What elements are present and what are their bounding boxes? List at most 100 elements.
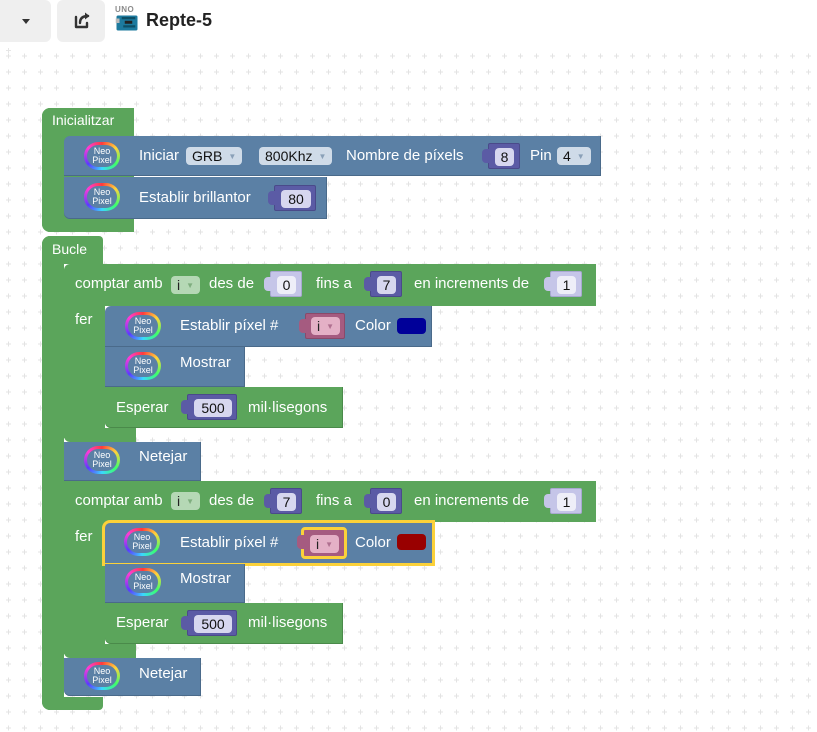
pin-label: Pin (530, 147, 552, 164)
pixel-index-dropdown[interactable]: i▼ (310, 535, 340, 553)
color-label: Color (355, 534, 391, 551)
show-label: Mostrar (180, 354, 231, 371)
for-loop-1-body: fer (64, 306, 105, 438)
from-field[interactable]: 0 (277, 276, 296, 294)
brightness-label: Establir brillantor (139, 189, 251, 206)
wait-field[interactable]: 500 (194, 615, 232, 633)
pin-dropdown[interactable]: 4▼ (557, 147, 591, 165)
wait-number-block[interactable]: 500 (181, 394, 237, 420)
do-label: fer (75, 528, 93, 545)
step-number-block[interactable]: 1 (544, 271, 582, 297)
show-label: Mostrar (180, 570, 231, 587)
dropdown-arrow-icon: ▼ (186, 281, 195, 290)
share-icon (74, 12, 90, 29)
dropdown-arrow-icon: ▼ (326, 322, 335, 331)
to-number-block[interactable]: 7 (364, 271, 402, 297)
wait-block-2[interactable]: Esperar 500 mil·lisegons (105, 603, 343, 644)
step-field[interactable]: 1 (557, 276, 576, 294)
initialize-block-footer (42, 220, 134, 232)
color-picker-swatch[interactable] (397, 534, 426, 550)
milliseconds-label: mil·lisegons (248, 399, 328, 416)
arduino-uno-icon (115, 15, 138, 31)
color-picker-swatch[interactable] (397, 318, 426, 334)
step-number-block[interactable]: 1 (544, 488, 582, 514)
to-label: fins a (316, 275, 352, 292)
pixel-index-variable-block[interactable]: i▼ (299, 313, 345, 339)
to-number-block[interactable]: 0 (364, 488, 402, 514)
brightness-number-block[interactable]: 80 (268, 185, 316, 211)
wait-number-block[interactable]: 500 (181, 610, 237, 636)
from-number-block[interactable]: 7 (264, 488, 302, 514)
project-title: Repte-5 (146, 10, 213, 30)
frequency-dropdown[interactable]: 800Khz▼ (259, 147, 333, 165)
dropdown-arrow-icon: ▼ (186, 497, 195, 506)
wait-block-1[interactable]: Esperar 500 mil·lisegons (105, 387, 343, 428)
for-loop-1-footer (64, 428, 136, 442)
to-field[interactable]: 7 (377, 276, 396, 294)
iniciar-label: Iniciar (139, 147, 180, 164)
toolbar: c UNO Repte-5 (0, 0, 817, 42)
color-label: Color (355, 317, 391, 334)
count-with-label: comptar amb (75, 492, 163, 509)
loop-label: Bucle (52, 241, 88, 257)
dropdown-arrow-icon: ▼ (576, 152, 585, 161)
loop-variable-dropdown[interactable]: i▼ (171, 492, 201, 510)
to-field[interactable]: 0 (377, 493, 396, 511)
from-field[interactable]: 7 (277, 493, 296, 511)
share-button[interactable] (57, 0, 105, 42)
from-label: des de (209, 492, 255, 509)
wait-field[interactable]: 500 (194, 399, 232, 417)
dropdown-arrow-icon: ▼ (318, 152, 327, 161)
dropdown-arrow-icon: ▼ (325, 540, 334, 549)
set-pixel-label: Establir píxel # (180, 317, 279, 334)
for-loop-block-1[interactable]: comptar amb i▼ des de 0 fins a 7 en incr… (64, 264, 596, 306)
initialize-label: Inicialitzar (52, 112, 115, 128)
num-pixels-field[interactable]: 8 (495, 148, 514, 166)
num-pixels-number-block[interactable]: 8 (482, 143, 520, 169)
loop-block-footer (42, 697, 103, 710)
caret-down-icon (22, 19, 30, 24)
menu-dropdown-button[interactable]: c (0, 0, 51, 42)
pixel-index-variable-block[interactable]: i▼ (297, 527, 347, 559)
num-pixels-label: Nombre de píxels (346, 147, 464, 164)
step-label: en increments de (414, 275, 530, 292)
clear-label: Netejar (139, 665, 188, 682)
loop-block[interactable] (42, 236, 64, 710)
do-label: fer (75, 311, 93, 328)
wait-label: Esperar (116, 614, 169, 631)
count-with-label: comptar amb (75, 275, 163, 292)
from-number-block[interactable]: 0 (264, 271, 302, 297)
to-label: fins a (316, 492, 352, 509)
wait-label: Esperar (116, 399, 169, 416)
color-order-dropdown[interactable]: GRB▼ (186, 147, 243, 165)
for-loop-2-footer (64, 644, 136, 658)
initialize-block-header: Inicialitzar (42, 108, 134, 132)
loop-variable-dropdown[interactable]: i▼ (171, 276, 201, 294)
for-loop-block-2[interactable]: comptar amb i▼ des de 7 fins a 0 en incr… (64, 481, 596, 522)
milliseconds-label: mil·lisegons (248, 614, 328, 631)
from-label: des de (209, 275, 255, 292)
step-label: en increments de (414, 492, 530, 509)
step-field[interactable]: 1 (557, 493, 576, 511)
for-loop-2-body: fer (64, 522, 105, 654)
pixel-index-dropdown[interactable]: i▼ (311, 317, 341, 335)
brightness-field[interactable]: 80 (281, 190, 311, 208)
board-label: UNO (115, 5, 135, 14)
set-pixel-label: Establir píxel # (180, 534, 279, 551)
